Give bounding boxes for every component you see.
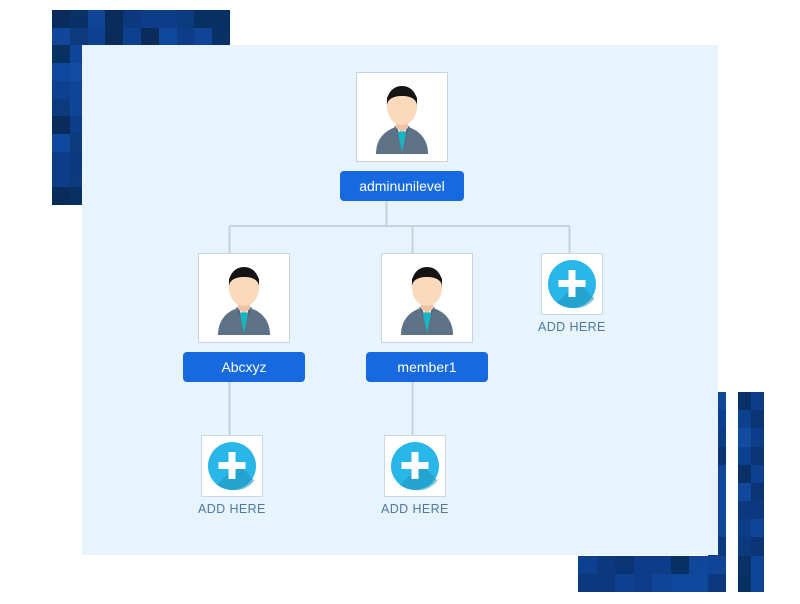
mosaic-pixel — [52, 116, 70, 135]
mosaic-pixel — [87, 10, 106, 28]
plus-circle-icon — [390, 442, 439, 491]
mosaic-pixel — [633, 573, 652, 592]
mosaic-pixel — [751, 482, 764, 502]
mosaic-pixel — [212, 10, 230, 28]
add-node-slot-member1: ADD HERE — [381, 435, 449, 516]
mosaic-pixel — [738, 446, 751, 465]
mosaic-pixel — [87, 27, 106, 46]
mosaic-pixel — [140, 10, 159, 28]
genealogy-tree-panel: adminunilevel Abcxyz — [82, 45, 718, 555]
mosaic-pixel — [52, 63, 70, 81]
mosaic-pixel — [52, 169, 70, 188]
mosaic-pixel — [689, 555, 708, 574]
mosaic-pixel — [158, 10, 177, 28]
mosaic-pixel — [176, 10, 195, 28]
mosaic-pixel — [52, 134, 70, 152]
avatar — [356, 72, 448, 162]
mosaic-pixel — [105, 27, 124, 46]
plus-circle-icon — [547, 260, 596, 309]
plus-circle-icon — [207, 442, 256, 491]
mosaic-pixel — [751, 428, 764, 447]
mosaic-pixel — [158, 27, 177, 46]
mosaic-pixel — [738, 464, 751, 483]
mosaic-pixel — [738, 482, 751, 502]
mosaic-pixel — [194, 10, 213, 28]
avatar — [381, 253, 473, 343]
tree-node-abcxyz: Abcxyz — [183, 253, 305, 382]
mosaic-pixel — [751, 446, 764, 465]
mosaic-pixel — [670, 573, 689, 592]
add-node-button[interactable] — [540, 253, 603, 315]
mosaic-pixel — [52, 10, 70, 28]
mosaic-pixel — [596, 555, 615, 574]
mosaic-pixel — [751, 392, 764, 411]
mosaic-pixel — [52, 27, 70, 46]
mosaic-pixel — [69, 10, 88, 28]
add-node-slot-abcxyz: ADD HERE — [198, 435, 266, 516]
tree-canvas: adminunilevel Abcxyz — [82, 45, 718, 555]
mosaic-pixel — [707, 555, 726, 574]
mosaic-pixel — [670, 555, 689, 574]
mosaic-pixel — [52, 98, 70, 117]
mosaic-pixel — [738, 537, 751, 556]
person-avatar-icon — [364, 80, 440, 154]
mosaic-pixel — [707, 573, 726, 592]
mosaic-pixel — [52, 151, 70, 170]
mosaic-pixel — [69, 27, 88, 46]
add-node-button[interactable] — [200, 435, 263, 497]
mosaic-pixel — [176, 27, 195, 46]
person-avatar-icon — [206, 261, 282, 335]
mosaic-pixel — [751, 464, 764, 483]
person-avatar-icon — [389, 261, 465, 335]
avatar — [198, 253, 290, 343]
mosaic-pixel — [578, 555, 597, 574]
mosaic-pixel — [123, 10, 141, 28]
mosaic-pixel — [738, 555, 751, 574]
add-node-slot-root: ADD HERE — [538, 253, 606, 334]
mosaic-pixel — [578, 573, 597, 592]
mosaic-pixel — [140, 27, 159, 46]
mosaic-pixel — [738, 501, 751, 520]
mosaic-pixel — [652, 573, 671, 592]
node-name-chip-member1[interactable]: member1 — [366, 352, 488, 382]
mosaic-pixel — [105, 10, 124, 28]
node-name-chip-abcxyz[interactable]: Abcxyz — [183, 352, 305, 382]
mosaic-pixel — [751, 501, 764, 520]
mosaic-pixel — [52, 187, 70, 205]
mosaic-pixel — [615, 555, 634, 574]
mosaic-pixel — [738, 410, 751, 429]
mosaic-pixel — [689, 573, 708, 592]
pixel-mosaic-far-right — [738, 392, 764, 592]
mosaic-pixel — [738, 519, 751, 538]
mosaic-pixel — [738, 573, 751, 592]
mosaic-pixel — [652, 555, 671, 574]
mosaic-pixel — [615, 573, 634, 592]
mosaic-pixel — [123, 27, 141, 46]
mosaic-pixel — [738, 392, 751, 411]
tree-node-root: adminunilevel — [340, 72, 464, 201]
mosaic-pixel — [751, 555, 764, 574]
add-node-label: ADD HERE — [198, 502, 266, 516]
mosaic-pixel — [738, 428, 751, 447]
add-node-label: ADD HERE — [381, 502, 449, 516]
tree-node-member1: member1 — [366, 253, 488, 382]
mosaic-pixel — [633, 555, 652, 574]
mosaic-pixel — [751, 573, 764, 592]
mosaic-pixel — [751, 519, 764, 538]
mosaic-pixel — [751, 537, 764, 556]
mosaic-pixel — [194, 27, 213, 46]
mosaic-pixel — [212, 27, 230, 46]
mosaic-pixel — [751, 410, 764, 429]
mosaic-pixel — [596, 573, 615, 592]
mosaic-pixel — [52, 45, 70, 64]
mosaic-pixel — [52, 80, 70, 99]
add-node-button[interactable] — [383, 435, 446, 497]
add-node-label: ADD HERE — [538, 320, 606, 334]
pixel-mosaic-top-left — [52, 10, 230, 205]
node-name-chip-root[interactable]: adminunilevel — [340, 171, 464, 201]
